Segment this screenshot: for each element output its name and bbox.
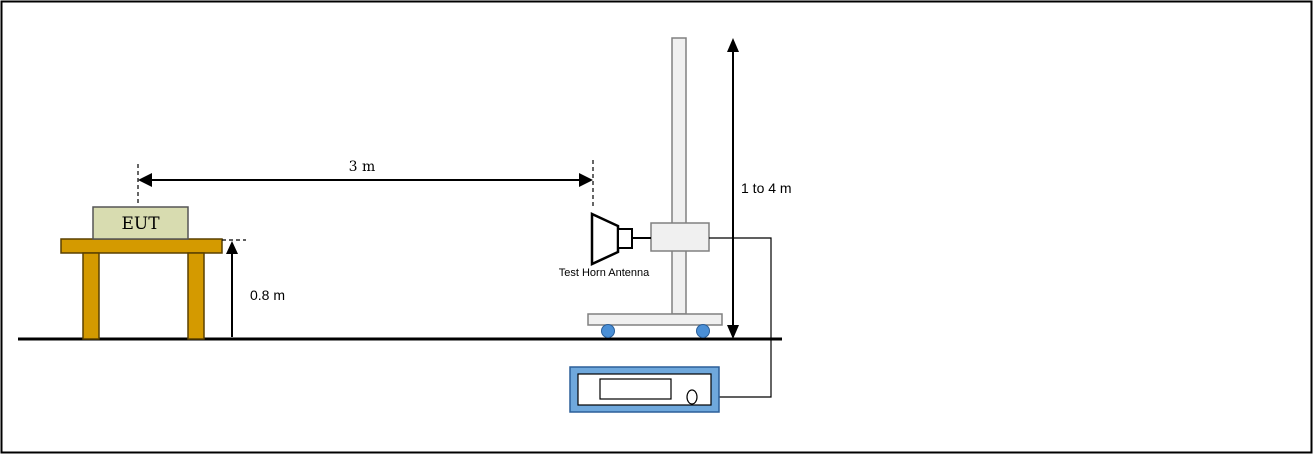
mast-base [587,313,723,326]
table-top [60,238,223,254]
table-leg-left [82,252,100,340]
table-height-arrowhead-top [226,241,238,254]
table-leg-right [187,252,205,340]
eut-label: EUT [121,214,160,234]
distance-dimension: 3 m [137,159,594,208]
table-height-dimension: 0.8 m [222,239,285,337]
receiver-knob-icon [686,389,698,405]
rf-cable [698,237,772,398]
mast-height-arrowhead-top [727,38,739,52]
mast-wheel-right [696,324,710,338]
eut-body [92,206,189,240]
antenna-mast [587,37,723,338]
horn-feed [617,228,633,249]
horn-antenna: Test Horn Antenna [559,212,651,279]
mast-height-dimension: 1 to 4 m [727,38,792,339]
mast-height-label: 1 to 4 m [741,180,792,196]
horn-flare-icon [590,212,620,266]
eut-box: EUT [92,206,189,240]
table-height-label: 0.8 m [250,287,285,303]
mast-pole [671,37,687,315]
distance-label: 3 m [349,159,376,175]
distance-arrowhead-left [138,173,152,187]
receiver-display [599,378,672,400]
receiver-instrument [569,366,720,413]
mast-wheel-left [601,324,615,338]
antenna-carriage [650,222,710,252]
mast-height-arrowhead-bottom [727,325,739,339]
eut-table [60,238,223,340]
antenna-label: Test Horn Antenna [559,267,650,279]
distance-arrowhead-right [579,173,593,187]
